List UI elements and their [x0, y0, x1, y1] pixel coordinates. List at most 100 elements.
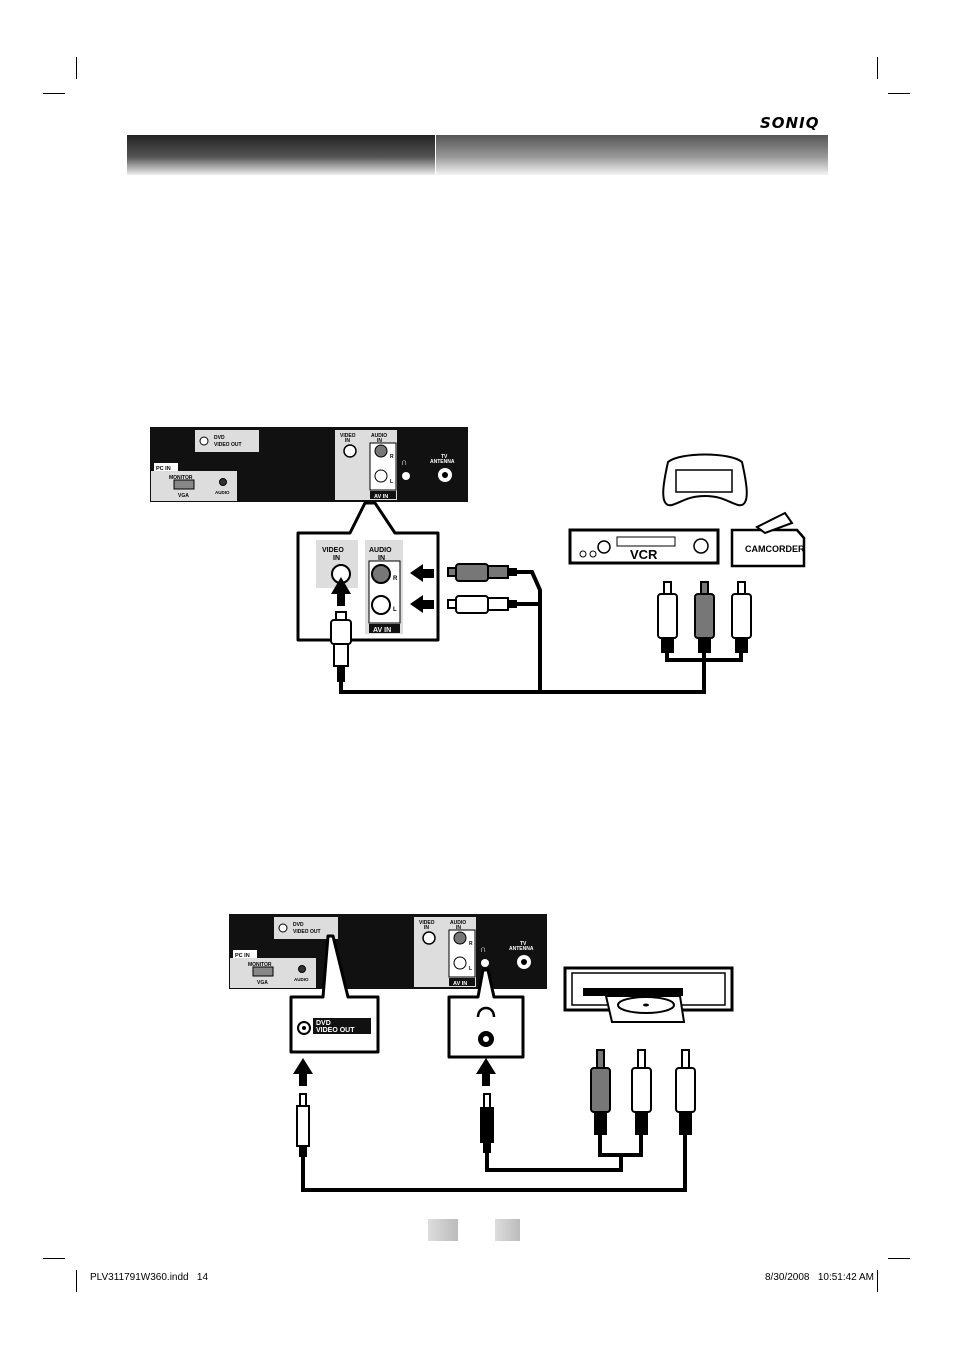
cable: [598, 1134, 643, 1157]
panel-label: TV: [520, 941, 527, 947]
diagram-shape: [596, 1049, 605, 1069]
panel-label: L: [469, 966, 472, 972]
audio-in-l-jack: [374, 469, 388, 483]
zoom-audio-r-jack: [371, 564, 391, 584]
cable: [665, 652, 743, 662]
cable: [301, 1134, 687, 1192]
panel-label: AUDIO: [294, 977, 309, 982]
panel-label: VGA: [257, 980, 268, 986]
diagram-shape: [299, 1145, 307, 1157]
diagram-shape: [453, 931, 467, 945]
zoom-audio-label-1: AUDIO: [369, 547, 392, 554]
diagram-shape: [483, 1036, 489, 1042]
video-in-label-2: IN: [345, 438, 350, 444]
zoom-av-in-label: AV IN: [373, 627, 391, 634]
zoom-audio-l-jack: [371, 595, 391, 615]
rca-plug-source-red: [694, 581, 715, 653]
diagram-shape: [483, 1141, 491, 1153]
diagram-shape: [252, 966, 274, 977]
diagram-shape: [233, 950, 257, 958]
rca-plug-audio-l: [447, 595, 517, 614]
brand-logo: SONIQ: [760, 114, 820, 132]
page-number-box: [428, 1219, 458, 1241]
video-in-label-1: VIDEO: [340, 433, 356, 439]
arrow-up-icon: [331, 577, 351, 606]
crop-mark: [877, 57, 878, 79]
panel-label: R: [469, 941, 473, 947]
crop-mark: [888, 1258, 910, 1259]
av-in-tag: [370, 491, 396, 499]
diagram-shape: [755, 511, 794, 535]
arrow-left-icon: [410, 595, 434, 613]
camcorder-label: CAMCORDER: [745, 544, 805, 554]
rca-plug-dest-red: [590, 1049, 611, 1135]
arrow-up-icon: [476, 1058, 496, 1086]
diagram-shape: [278, 923, 288, 933]
footer-file-name: PLV311791W360.indd 14: [90, 1272, 209, 1283]
rca-plug-dest-white: [631, 1049, 652, 1135]
av-in-label: AV IN: [374, 494, 388, 500]
vga-port: [173, 479, 195, 490]
diagram-shape: [449, 978, 475, 986]
crop-mark: [877, 1270, 878, 1292]
diagram-shape: [597, 540, 611, 554]
crop-mark: [888, 93, 910, 94]
diagram-shape: [698, 637, 711, 653]
mini-plug-video: [296, 1093, 310, 1157]
monitor-label: MONITOR: [169, 475, 193, 481]
diagram-shape: [675, 469, 733, 493]
audio-l-label: L: [390, 479, 393, 485]
zoom-av-in-tag: [369, 624, 400, 633]
panel-label: PC IN: [235, 953, 250, 959]
panel-label: L: [393, 607, 397, 613]
diagram-shape: [453, 956, 467, 970]
dvd-out-box-2: [274, 917, 338, 939]
camcorder-device: [730, 528, 806, 568]
zoom-callout-headphone: [447, 968, 525, 1059]
arrow-left-icon: [410, 564, 434, 582]
vcr-label: VCR: [630, 547, 658, 562]
audio-in-label-2: IN: [377, 438, 382, 444]
diagram-shape: [594, 1111, 607, 1135]
panel-label: IN: [424, 925, 429, 931]
diagram-shape: [589, 550, 597, 558]
page-number-box: [495, 1219, 520, 1241]
panel-label: MONITOR: [248, 962, 272, 968]
panel-label: VIDEO OUT: [293, 929, 321, 935]
diagram-shape: [637, 1049, 646, 1069]
panel-label: R: [393, 576, 398, 582]
pc-in-tag: [154, 463, 178, 471]
rca-plug-source-yellow: [731, 581, 752, 653]
zoom-audio-label-2: IN: [378, 555, 385, 562]
diagram-shape: [521, 959, 527, 965]
crop-mark: [43, 1258, 65, 1259]
diagram-shape: [631, 1067, 652, 1113]
diagram-shape: [299, 1093, 307, 1107]
panel-label: AUDIO: [450, 920, 466, 926]
diagram-shape: [616, 536, 676, 547]
diagram-shape: [483, 1093, 491, 1109]
dvd-out-label-1: DVD: [214, 435, 225, 441]
diagram-shape: [679, 1111, 692, 1135]
zoom-dvd-out-label-1: DVD: [316, 1020, 331, 1027]
mini-plug-audio: [480, 1093, 494, 1153]
dvd-out-jack: [199, 436, 209, 446]
cable: [339, 652, 706, 694]
diagram-shape: [422, 931, 436, 945]
diagram-shape: [675, 1067, 696, 1113]
rca-plug-video: [330, 611, 352, 682]
diagram-shape: [635, 1111, 648, 1135]
diagram-shape: [480, 1107, 494, 1143]
diagram-shape: [579, 550, 587, 558]
panel-label: ANTENNA: [509, 946, 534, 952]
pc-audio-jack: [219, 478, 227, 486]
panel-label: DVD: [293, 922, 304, 928]
zoom-video-label-2: IN: [333, 555, 340, 562]
video-in-jack: [343, 444, 357, 458]
headphone-jack-2: [481, 959, 489, 967]
rca-plug-audio-r: [447, 563, 517, 582]
panel-label: IN: [456, 925, 461, 931]
diagram-shape: [313, 1018, 371, 1034]
